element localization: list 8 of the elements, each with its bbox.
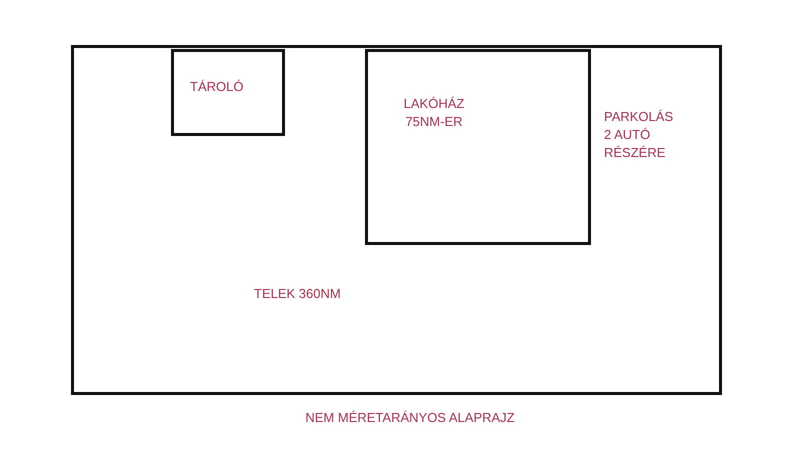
- house-outline: [365, 49, 591, 245]
- caption: NEM MÉRETARÁNYOS ALAPRAJZ: [304, 409, 516, 427]
- parking-label: PARKOLÁS 2 AUTÓ RÉSZÉRE: [604, 108, 674, 162]
- room-label: TÁROLÓ: [190, 78, 244, 96]
- storage-shed-outline: [171, 49, 285, 136]
- room-label: LAKÓHÁZ 75NM-ER: [402, 95, 466, 131]
- plot-area-label: TELEK 360NM: [254, 285, 342, 303]
- plot-outline: [71, 45, 722, 395]
